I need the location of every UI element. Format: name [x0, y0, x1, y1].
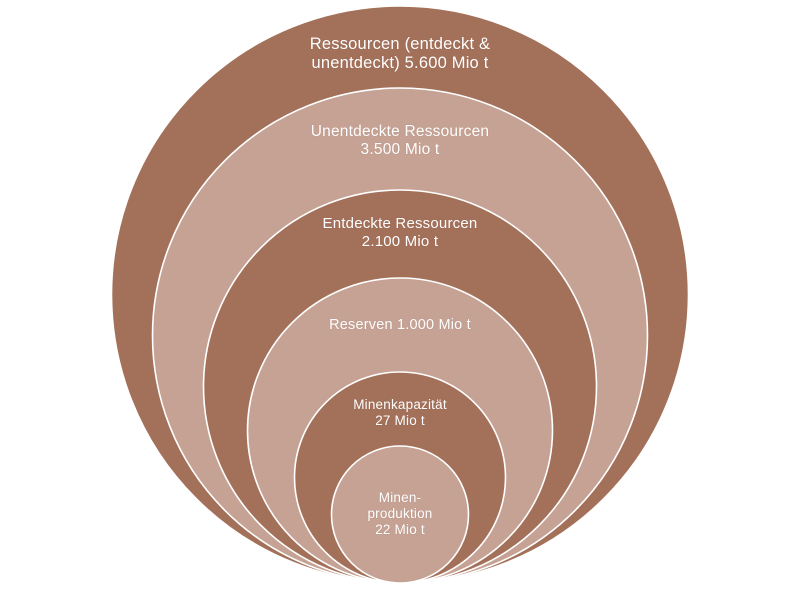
circle-group: [110, 5, 690, 584]
circle-minenproduktion: [330, 445, 470, 584]
